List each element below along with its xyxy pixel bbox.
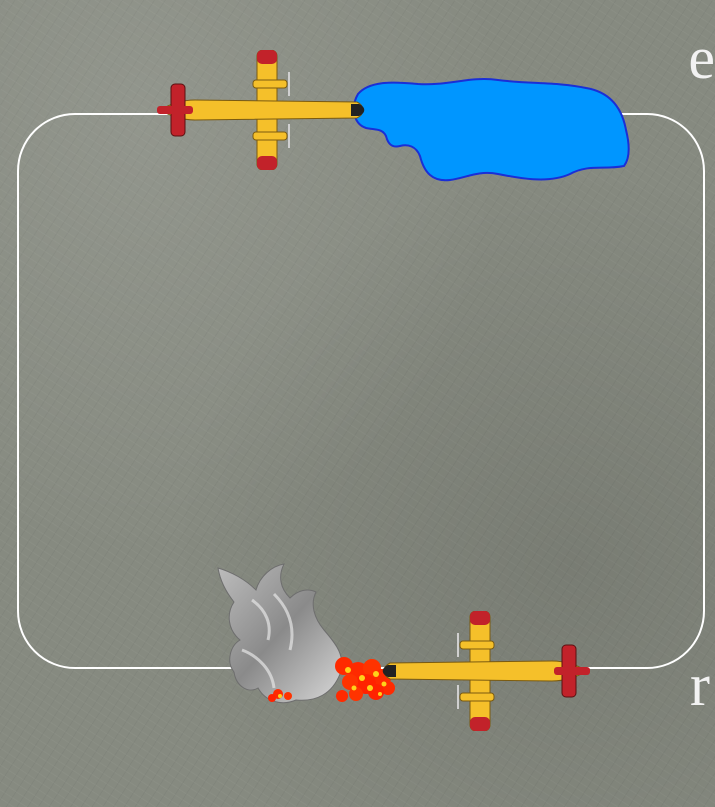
plane-engine-left [460,693,494,701]
plane-wing-tip-right [470,611,490,625]
water-bomber-plane-icon [382,611,594,731]
edge-text-bottom-right: r [690,655,710,715]
water-bomber-plane-icon [153,50,365,170]
plane-tail-fin [554,667,590,675]
wildfire-smoke-icon [212,560,402,710]
lake-shape [354,79,629,180]
plane-wing-tip-left [470,717,490,731]
plane-engine-right [460,641,494,649]
lake-icon [348,74,636,186]
plane-engine-right [253,132,287,140]
plane-engine-left [253,80,287,88]
smoke-plume [218,564,342,703]
plane-wing-tip-right [257,156,277,170]
plane-wing-tip-left [257,50,277,64]
plane-tail-fin [157,106,193,114]
